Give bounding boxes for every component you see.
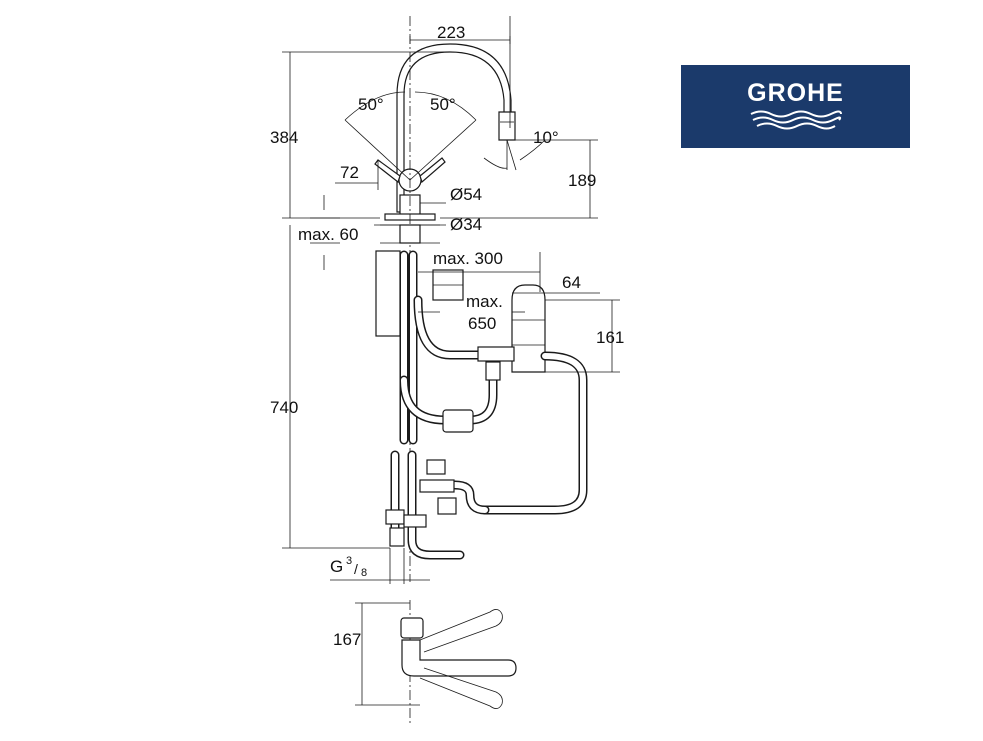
logo-waves-icon bbox=[750, 110, 842, 130]
dim-connection-slash: / bbox=[354, 561, 358, 577]
dim-connection-sub: 8 bbox=[361, 567, 367, 579]
dimension-lines bbox=[282, 16, 620, 706]
dim-lever-angle-right: 50° bbox=[430, 95, 456, 114]
dim-lever-offset: 72 bbox=[340, 163, 359, 182]
grohe-logo: GROHE bbox=[681, 65, 910, 148]
faucet-side-view bbox=[344, 16, 546, 582]
logo-wordmark: GROHE bbox=[747, 79, 844, 107]
dim-outlet-height: 189 bbox=[568, 171, 596, 190]
dim-connection-g: G bbox=[330, 557, 343, 576]
dim-installation-depth: 740 bbox=[270, 398, 298, 417]
faucet-top-view bbox=[400, 600, 517, 725]
dim-top-view-depth: 167 bbox=[333, 630, 361, 649]
dim-box-height: 161 bbox=[596, 328, 624, 347]
dim-spout-reach: 223 bbox=[437, 23, 465, 42]
dim-max-deck: max. 60 bbox=[298, 225, 358, 244]
dim-connection-sup: 3 bbox=[346, 555, 352, 567]
dim-max-300: max. 300 bbox=[433, 249, 503, 268]
dim-hole-diameter: Ø34 bbox=[450, 215, 482, 234]
dim-total-height: 384 bbox=[270, 128, 298, 147]
dim-box-width: 64 bbox=[562, 273, 581, 292]
dim-max-650-a: max. bbox=[466, 292, 503, 311]
dim-base-diameter: Ø54 bbox=[450, 185, 482, 204]
installation-hoses bbox=[375, 250, 588, 560]
dim-max-650-b: 650 bbox=[468, 314, 496, 333]
dim-spray-angle: 10° bbox=[533, 128, 559, 147]
dimension-labels: 223 384 50° 50° 10° 72 189 Ø54 Ø34 max. … bbox=[270, 23, 624, 649]
dim-lever-angle-left: 50° bbox=[358, 95, 384, 114]
